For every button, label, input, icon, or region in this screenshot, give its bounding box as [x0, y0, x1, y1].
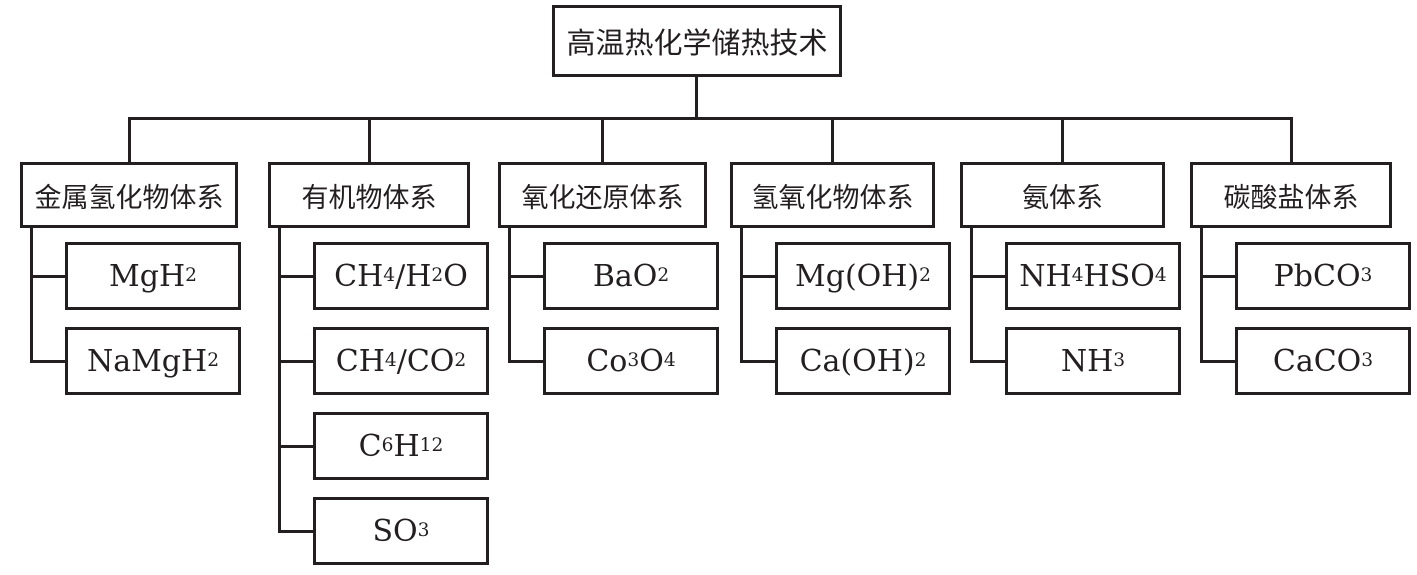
connector-line	[278, 226, 281, 533]
category-box-hydroxide: 氢氧化物体系	[730, 162, 935, 228]
connector-line	[970, 226, 973, 363]
category-box-carbonate: 碳酸盐体系	[1190, 162, 1392, 228]
connector-line	[601, 118, 604, 164]
connector-line	[30, 275, 66, 278]
category-box-redox: 氧化还原体系	[498, 162, 707, 228]
connector-line	[278, 445, 314, 448]
connector-line	[1061, 118, 1064, 164]
connector-line	[1200, 275, 1236, 278]
connector-line	[740, 226, 743, 363]
connector-line	[508, 275, 544, 278]
connector-line	[278, 360, 314, 363]
connector-line	[508, 360, 544, 363]
connector-line	[30, 360, 66, 363]
connector-line	[695, 77, 698, 120]
connector-line	[128, 118, 131, 164]
connector-line	[368, 118, 371, 164]
connector-line	[1200, 226, 1203, 363]
connector-line	[128, 117, 1293, 120]
connector-line	[278, 530, 314, 533]
connector-line	[970, 275, 1006, 278]
connector-line	[1290, 118, 1293, 164]
connector-line	[970, 360, 1006, 363]
category-box-ammonia: 氨体系	[960, 162, 1165, 228]
connector-line	[1200, 360, 1236, 363]
connector-line	[508, 226, 511, 363]
connector-line	[740, 360, 776, 363]
connector-line	[740, 275, 776, 278]
category-box-metal-hydride: 金属氢化物体系	[20, 162, 238, 228]
node-ca-oh-2: Ca(OH)2	[775, 327, 951, 395]
connector-line	[831, 118, 834, 164]
root-node: 高温热化学储热技术	[552, 5, 842, 77]
node-mg-oh-2: Mg(OH)2	[775, 242, 951, 310]
connector-line	[30, 226, 33, 363]
category-box-organic: 有机物体系	[268, 162, 470, 228]
connector-line	[278, 275, 314, 278]
